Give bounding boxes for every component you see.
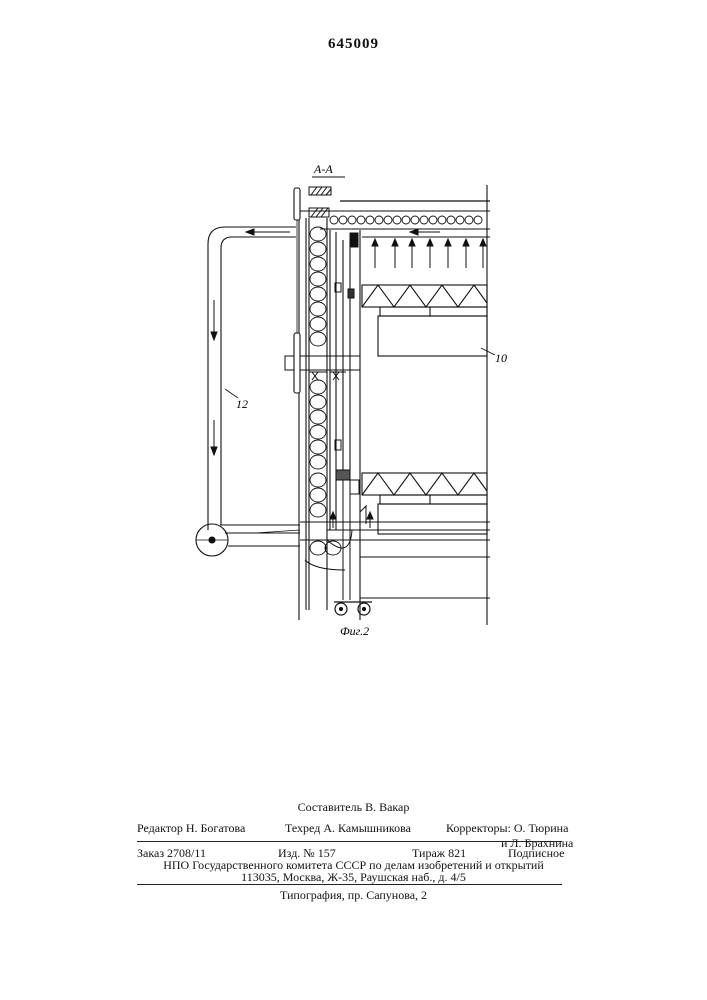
- airflow-arrows-top: [372, 239, 486, 268]
- frame-verticals: [299, 185, 487, 625]
- printing-house: Типография, пр. Сапунова, 2: [0, 888, 707, 903]
- inner-sprockets: [335, 233, 358, 450]
- upper-heater: [362, 285, 487, 356]
- editor-line: Редактор Н. Богатова: [137, 821, 245, 836]
- ref-10: 10: [495, 351, 507, 365]
- top-hatch-block: [309, 187, 331, 195]
- technical-drawing: А-А: [0, 0, 707, 700]
- section-label: А-А: [313, 162, 333, 176]
- rule-upper: [137, 841, 562, 842]
- correctors-line-1: Корректоры: О. Тюрина: [446, 821, 568, 835]
- top-roller-row: [330, 216, 482, 224]
- return-duct: [196, 227, 300, 556]
- techred-line: Техред А. Камышникова: [285, 821, 411, 836]
- rule-lower: [137, 884, 562, 885]
- lower-heater: [362, 473, 487, 534]
- cart-wheels: [334, 602, 372, 615]
- figure-caption: Фиг.2: [340, 624, 369, 638]
- wall-top-hatch: [309, 208, 329, 217]
- composer-line: Составитель В. Вакар: [0, 800, 707, 815]
- ref-12: 12: [236, 397, 248, 411]
- publisher-address: 113035, Москва, Ж-35, Раушская наб., д. …: [0, 870, 707, 885]
